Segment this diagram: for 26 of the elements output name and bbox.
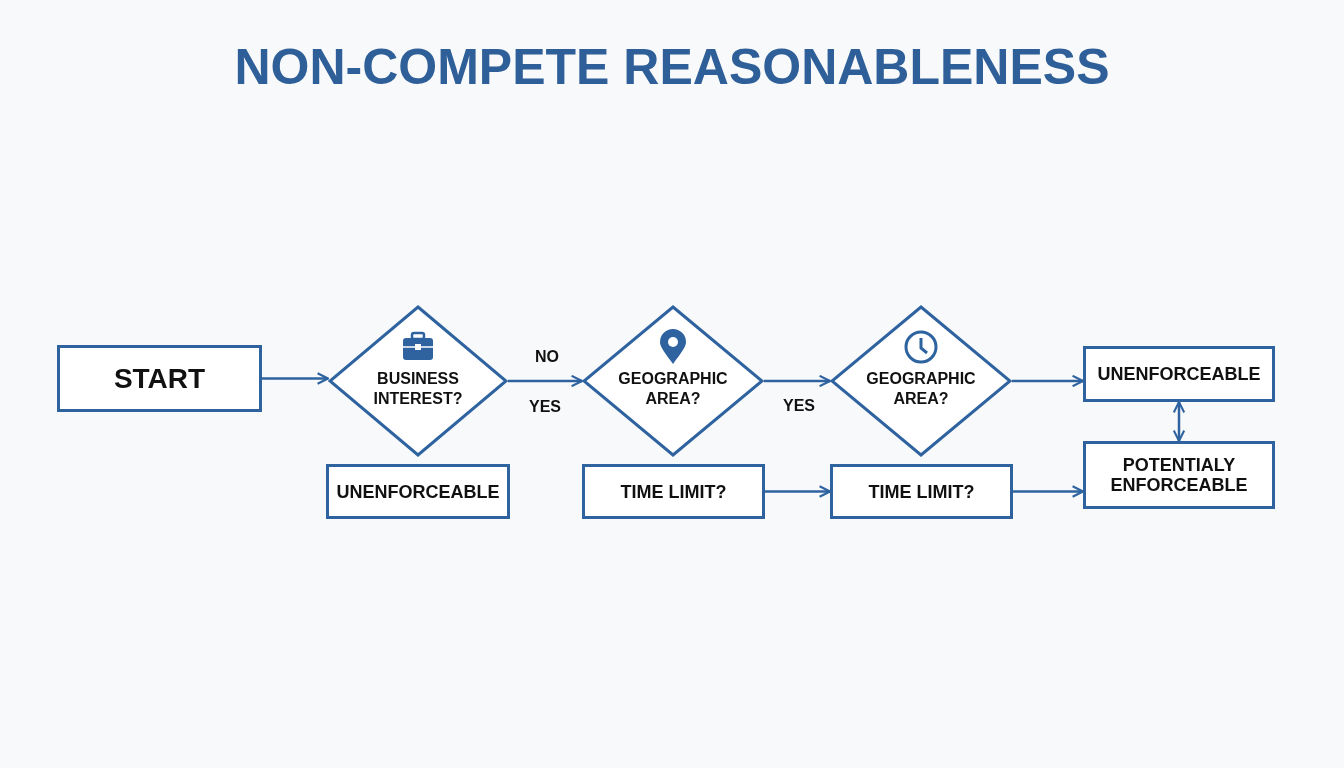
- process-box: [1083, 441, 1275, 509]
- arrow: [1172, 400, 1186, 443]
- process-box: [1083, 346, 1275, 402]
- arrow: [508, 374, 584, 388]
- box-text: UNENFORCEABLE: [336, 481, 500, 502]
- title: NON-COMPETE REASONABLENESS: [233, 38, 1111, 96]
- box-text: UNENFORCEABLE: [1097, 364, 1261, 384]
- box-text: START: [113, 362, 206, 395]
- process-box: [830, 464, 1013, 519]
- arrow: [1012, 374, 1085, 388]
- box-text: POTENTIALY ENFORCEABLE: [1109, 455, 1249, 495]
- arrow: [765, 485, 832, 498]
- box-text: TIME LIMIT?: [620, 481, 727, 502]
- process-box: [57, 345, 262, 412]
- decision-text: GEOGRAPHIC AREA?: [865, 369, 977, 409]
- decision-diamond: [328, 305, 508, 457]
- decision-text: BUSINESS INTEREST?: [372, 369, 464, 409]
- box-text: TIME LIMIT?: [868, 481, 975, 502]
- process-box: [582, 464, 765, 519]
- decision-diamond: [582, 305, 764, 457]
- arrow: [764, 374, 832, 388]
- decision-text: GEOGRAPHIC AREA?: [617, 369, 729, 409]
- decision-diamond: [830, 305, 1012, 457]
- process-box: [326, 464, 510, 519]
- arrow: [1013, 485, 1085, 498]
- arrow: [262, 372, 330, 385]
